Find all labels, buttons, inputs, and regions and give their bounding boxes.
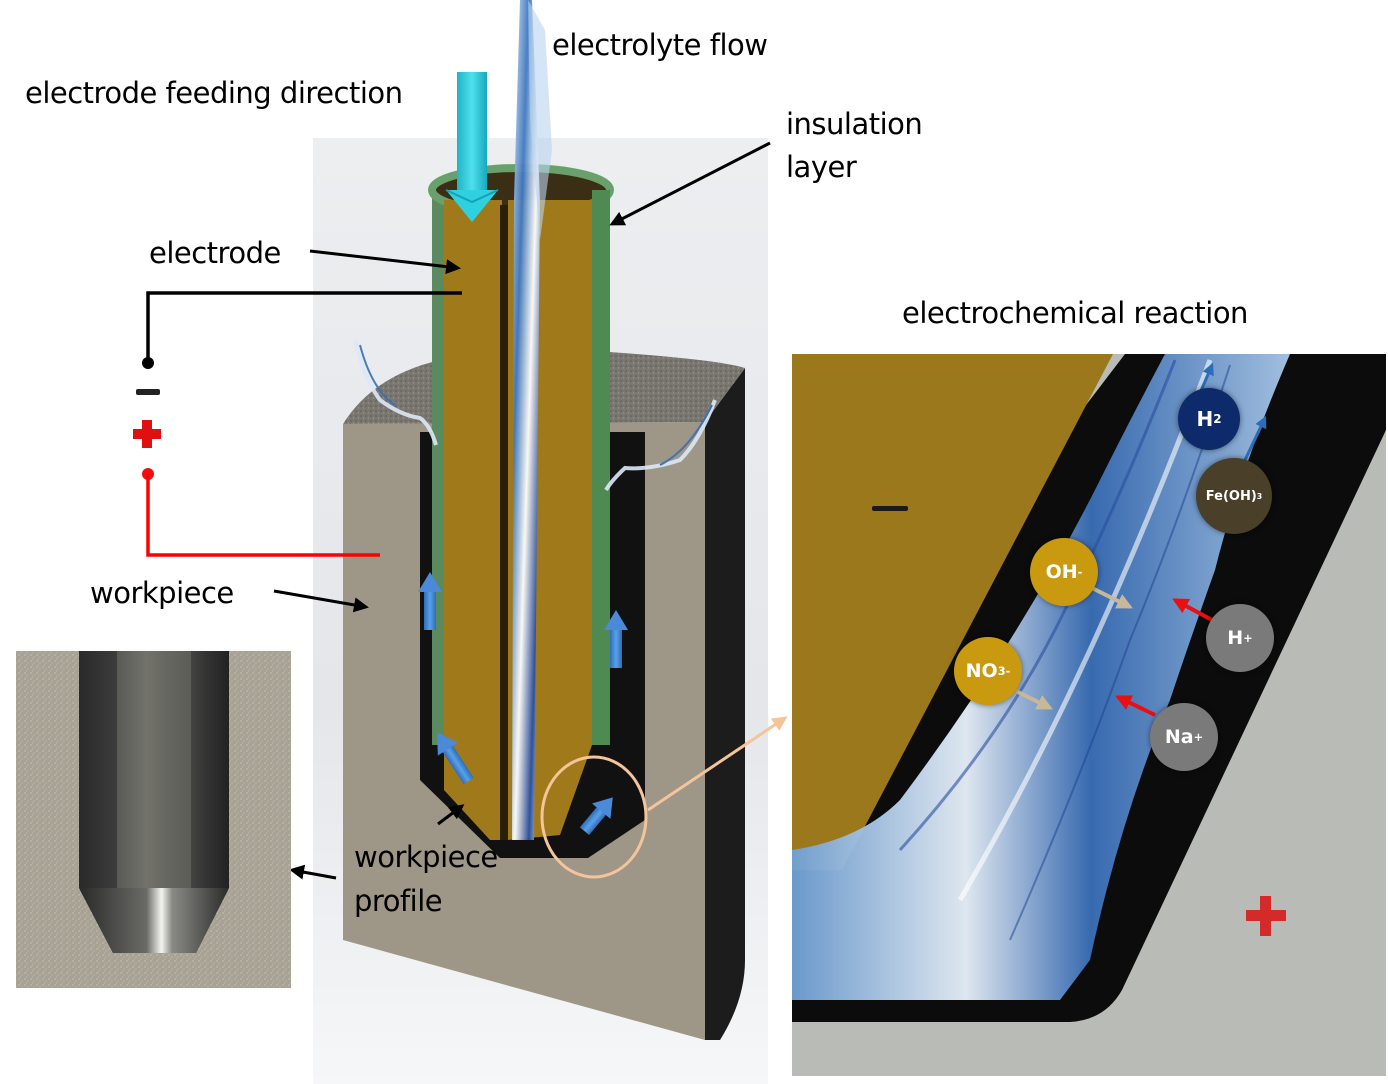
ion-feoh3: Fe(OH)3 [1196, 458, 1272, 534]
zoom-connector-arrow [647, 716, 788, 812]
ion-h-plus-sup: + [1243, 631, 1253, 645]
flow-arrow-right [604, 610, 628, 668]
label-electrolyte-flow: electrolyte flow [552, 28, 768, 62]
splash-right [604, 399, 717, 492]
ion-h-plus: H+ [1206, 604, 1274, 672]
ion-oh: OH- [1030, 538, 1098, 606]
negative-terminal [142, 357, 154, 369]
no3-arrow [1009, 686, 1053, 710]
ion-feoh3-sub: 3 [1256, 491, 1263, 501]
ion-h2-base: H [1196, 407, 1214, 431]
insulation-pointer-arrow [609, 141, 771, 226]
flow-arrow-left-upper [418, 572, 442, 630]
electrolyte-jet [512, 0, 540, 840]
ion-feoh3-base: Fe(OH) [1205, 488, 1257, 504]
ion-no3-base: NO [965, 660, 998, 682]
electrode-pointer-arrow [309, 249, 461, 275]
flow-arrows [418, 572, 628, 835]
profile-pointer-arrow [437, 804, 465, 826]
photo-pointer-arrow [289, 864, 337, 880]
splash-left [353, 339, 438, 446]
negative-wire [146, 291, 462, 362]
workpiece-profile-photo [16, 651, 291, 988]
label-electrochemical-reaction: electrochemical reaction [902, 296, 1248, 330]
ion-h-plus-base: H [1227, 627, 1244, 649]
label-workpiece: workpiece [90, 576, 234, 610]
ion-na-plus-base: Na [1164, 726, 1194, 748]
label-layer: layer [786, 150, 857, 184]
ion-na-plus: Na+ [1150, 703, 1218, 771]
ion-oh-sup: - [1077, 565, 1083, 579]
ion-oh-base: OH [1045, 561, 1078, 583]
h-plus-arrow [1172, 598, 1213, 622]
flow-arrow-right-lower [579, 797, 613, 835]
zoom-circle [540, 755, 648, 879]
label-electrode-feeding-direction: electrode feeding direction [25, 76, 403, 110]
ion-na-plus-sup: + [1193, 730, 1204, 744]
ion-h2-sub: 2 [1213, 412, 1222, 426]
positive-wire [146, 474, 380, 557]
flow-arrow-left-lower [437, 732, 474, 785]
label-electrode: electrode [149, 236, 281, 270]
oh-arrow [1089, 585, 1133, 609]
na-plus-arrow [1115, 695, 1156, 717]
label-insulation: insulation [786, 107, 923, 141]
label-workpiece-profile-2: profile [354, 884, 443, 918]
electrode-feed-arrow [445, 72, 499, 222]
reaction-panel [792, 354, 1386, 1076]
workpiece-pointer-arrow [273, 589, 369, 613]
negative-symbol-icon [136, 389, 160, 395]
ion-no3-sup: - [1005, 664, 1011, 678]
label-workpiece-profile-1: workpiece [354, 840, 498, 874]
ion-no3-sub: 3 [997, 664, 1006, 678]
positive-symbol-icon [133, 420, 161, 448]
